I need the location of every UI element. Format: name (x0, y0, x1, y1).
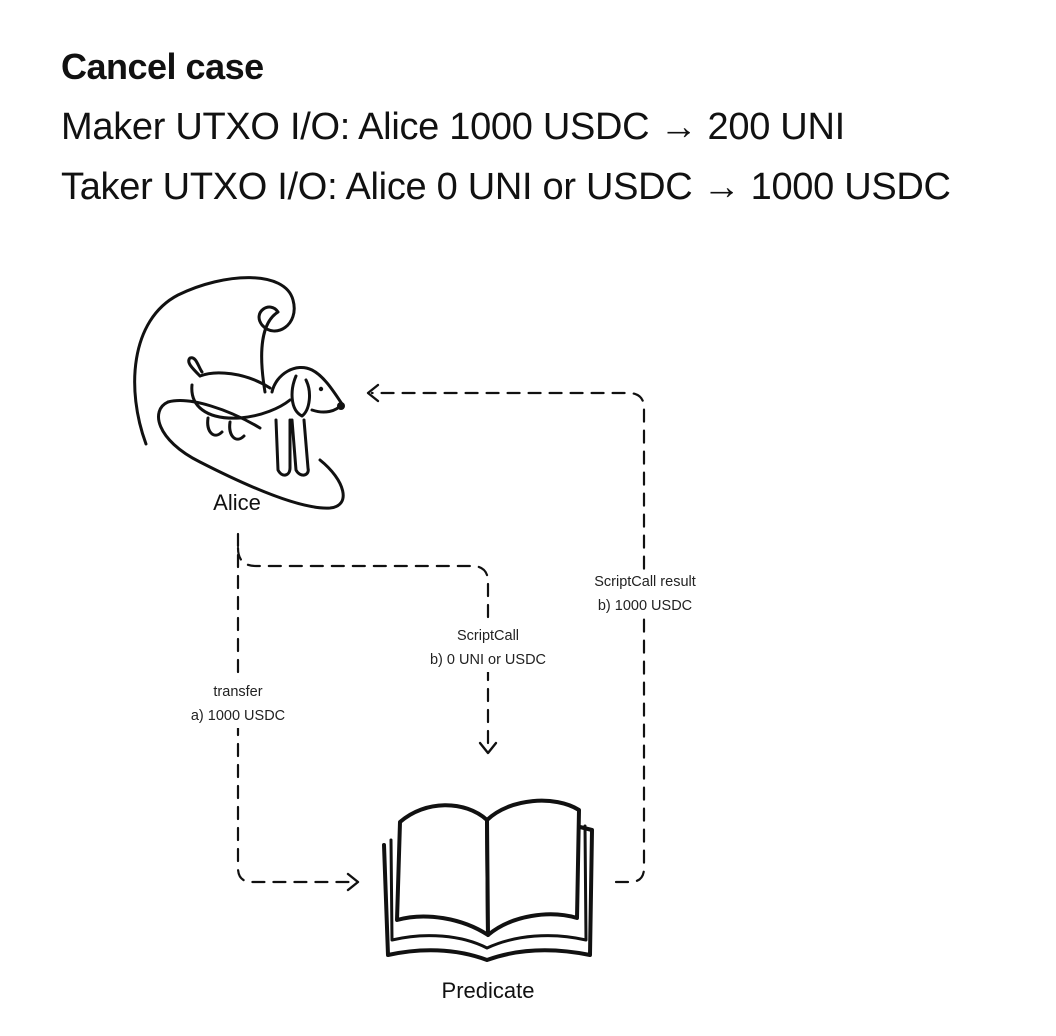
page-title: Cancel case (61, 46, 264, 87)
edge-script-call (236, 546, 498, 755)
edge-script-call-result (366, 383, 646, 884)
open-book-icon (382, 798, 594, 962)
alice-label: Alice (213, 490, 261, 515)
edge-script-call-result-label-1: ScriptCall result (594, 574, 696, 590)
edge-transfer-label-2: a) 1000 USDC (191, 708, 285, 724)
edge-transfer-label-1: transfer (213, 684, 262, 700)
taker-io-line: Taker UTXO I/O: Alice 0 UNI or USDC → 10… (61, 166, 951, 208)
edge-script-call-label-2: b) 0 UNI or USDC (430, 652, 546, 668)
maker-io-line: Maker UTXO I/O: Alice 1000 USDC → 200 UN… (61, 106, 845, 148)
edge-transfer (236, 532, 360, 892)
edge-script-call-label-1: ScriptCall (457, 628, 519, 644)
edge-script-call-result-label-2: b) 1000 USDC (598, 598, 692, 614)
predicate-label: Predicate (442, 978, 535, 1003)
dog-on-surfboard-icon (133, 276, 345, 510)
